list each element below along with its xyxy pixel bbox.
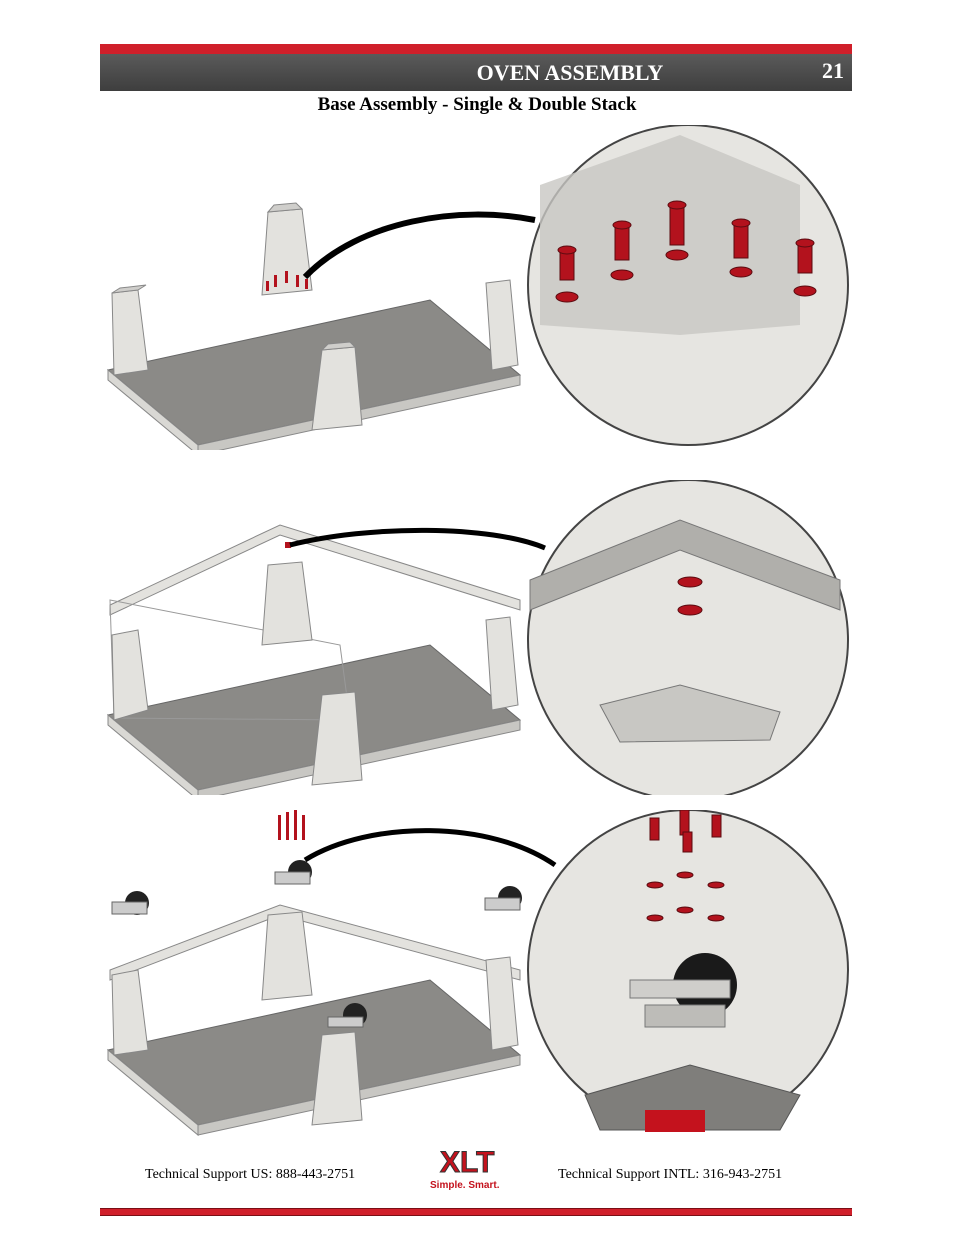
page-title: OVEN ASSEMBLY (476, 60, 664, 85)
support-us-text: Technical Support US: 888-443-2751 (145, 1167, 356, 1182)
page-number: 21 (822, 58, 844, 83)
header-bar: OVEN ASSEMBLY 21 (100, 54, 852, 91)
footer-red-rule (100, 1208, 852, 1216)
svg-text:XLT: XLT (440, 1146, 494, 1179)
section-subtitle: Base Assembly - Single & Double Stack (317, 94, 637, 115)
header-red-rule (100, 44, 852, 54)
figure-rails-washers (106, 480, 849, 795)
figure-leg-bolts (106, 125, 849, 450)
support-intl-text: Technical Support INTL: 316-943-2751 (558, 1167, 783, 1182)
figure-casters (106, 810, 849, 1137)
svg-text:Simple. Smart.: Simple. Smart. (430, 1180, 500, 1191)
xlt-logo: XLT Simple. Smart. (430, 1146, 500, 1192)
